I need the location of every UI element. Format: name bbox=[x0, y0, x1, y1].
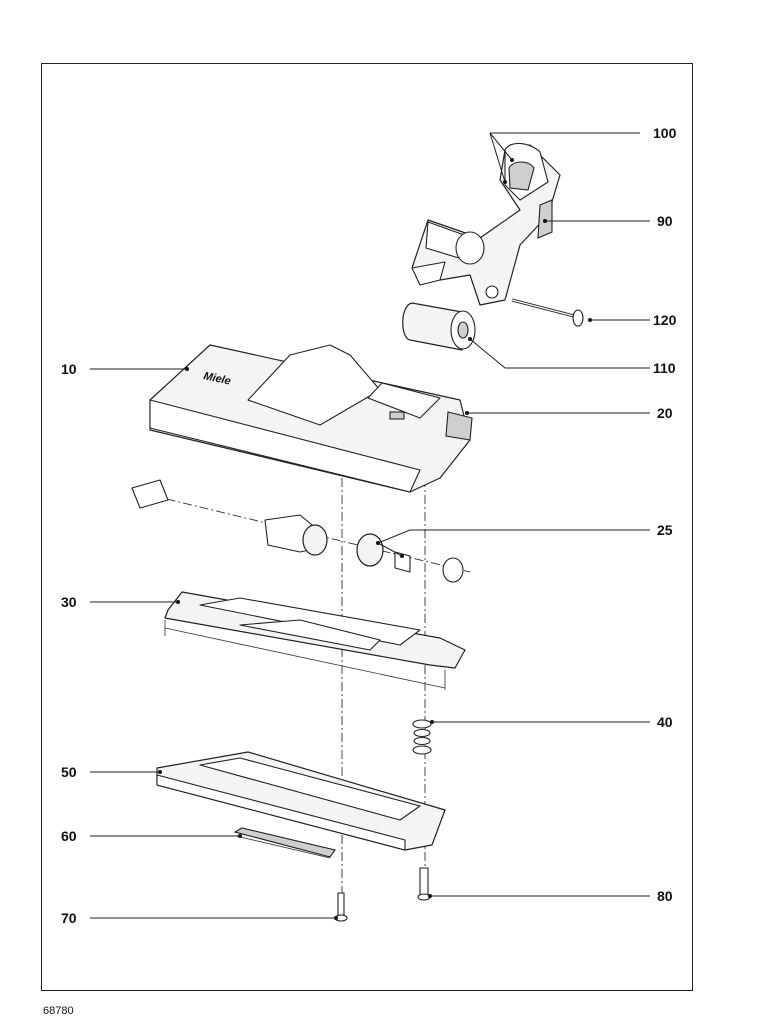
axle-pin bbox=[511, 298, 584, 327]
callout-90: 90 bbox=[657, 213, 673, 229]
leader-dots bbox=[158, 158, 592, 920]
screw-80 bbox=[417, 867, 431, 901]
base-plate bbox=[156, 751, 446, 851]
diagram-frame bbox=[41, 63, 693, 991]
callout-50: 50 bbox=[61, 764, 77, 780]
callout-labels: 100 90 120 110 10 20 25 30 40 50 60 80 7… bbox=[61, 125, 677, 926]
drive-unit bbox=[131, 479, 464, 583]
swivel-neck bbox=[411, 142, 561, 306]
leader-lines bbox=[90, 132, 650, 919]
callout-30: 30 bbox=[61, 594, 77, 610]
callout-10: 10 bbox=[61, 361, 77, 377]
callout-110: 110 bbox=[653, 360, 676, 376]
spring-set bbox=[412, 719, 432, 755]
bristle-strip bbox=[233, 827, 336, 859]
brush-plate bbox=[164, 591, 466, 690]
callout-40: 40 bbox=[657, 714, 673, 730]
callout-25: 25 bbox=[657, 522, 673, 538]
brand-mark-text: Miele bbox=[202, 370, 231, 387]
assembly-axis-spindle bbox=[149, 494, 471, 573]
callout-60: 60 bbox=[61, 828, 77, 844]
callout-70: 70 bbox=[61, 910, 77, 926]
roller bbox=[402, 302, 476, 351]
callout-120: 120 bbox=[653, 312, 677, 328]
callout-20: 20 bbox=[657, 405, 673, 421]
callout-100: 100 bbox=[653, 125, 677, 141]
callout-80: 80 bbox=[657, 888, 673, 904]
drawing-number: 68780 bbox=[43, 1005, 74, 1017]
upper-housing: Miele bbox=[149, 344, 473, 493]
